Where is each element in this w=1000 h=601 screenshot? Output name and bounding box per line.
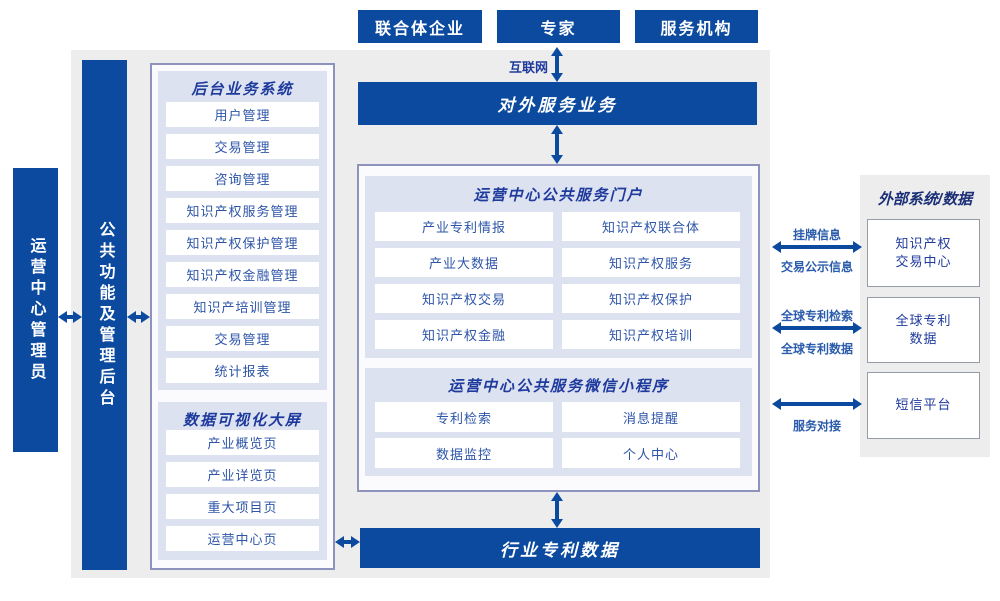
portal-title: 运营中心公共服务门户 <box>473 186 644 204</box>
backend-item: 咨询管理 <box>166 166 319 191</box>
actor-service-agencies: 服务机构 <box>635 10 758 43</box>
miniprogram-title: 运营中心公共服务微信小程序 <box>447 377 669 395</box>
portal-item: 产业大数据 <box>375 248 553 277</box>
link-label-trade-publicity: 交易公示信息 <box>780 260 853 274</box>
portal-item: 知识产权培训 <box>562 320 740 349</box>
external-box-label: 短信平台 <box>895 397 952 413</box>
visualization-item: 重大项目页 <box>166 494 319 519</box>
visualization-item: 运营中心页 <box>166 526 319 551</box>
arrow-external-portal <box>555 134 559 155</box>
bar-label: 行业专利数据 <box>500 540 620 560</box>
link-label-listing-info: 挂牌信息 <box>792 228 841 242</box>
arrow-global-patent <box>781 326 853 330</box>
rail-operations-admin: 运营中心管理员 <box>13 168 58 452</box>
industry-patent-data-bar: 行业专利数据 <box>360 528 760 568</box>
external-box-label: 知识产权 <box>895 235 952 251</box>
external-box-label: 数据 <box>909 331 938 346</box>
rail-label: 运营中心管理员 <box>27 236 45 384</box>
arrow-admin-backend <box>67 315 73 319</box>
internet-label: 互联网 <box>508 60 548 75</box>
actor-consortium-enterprises: 联合体企业 <box>358 10 482 43</box>
link-label-global-patent-search: 全球专利检索 <box>780 309 853 323</box>
backend-panel-title: 后台业务系统 <box>191 80 294 98</box>
rail-label: 公共功能及管理后台 <box>96 220 114 410</box>
actor-label: 服务机构 <box>660 20 733 38</box>
portal-item: 知识产权交易 <box>375 284 553 313</box>
portal-item: 知识产权金融 <box>375 320 553 349</box>
miniprogram-item: 消息提醒 <box>562 402 740 432</box>
portal-item: 产业专利情报 <box>375 212 553 241</box>
backend-item: 交易管理 <box>166 134 319 159</box>
actor-label: 联合体企业 <box>374 20 465 38</box>
backend-item: 统计报表 <box>166 358 319 383</box>
external-service-bar: 对外服务业务 <box>358 82 757 125</box>
bar-label: 对外服务业务 <box>497 96 618 115</box>
backend-item: 知识产培训管理 <box>166 294 319 319</box>
external-box-sms-platform: 短信平台 <box>867 372 980 439</box>
backend-item: 用户管理 <box>166 102 319 127</box>
visualization-panel-title: 数据可视化大屏 <box>182 411 302 429</box>
external-box-label: 交易中心 <box>895 254 952 269</box>
miniprogram-item: 数据监控 <box>375 438 553 468</box>
portal-item: 知识产权服务 <box>562 248 740 277</box>
arrow-internet <box>555 56 559 73</box>
external-systems-title: 外部系统/数据 <box>877 190 973 208</box>
external-box-ip-trading-center: 知识产权 交易中心 <box>867 219 980 287</box>
actor-experts: 专家 <box>497 10 620 43</box>
backend-item: 知识产权金融管理 <box>166 262 319 287</box>
miniprogram-item: 个人中心 <box>562 438 740 468</box>
arrow-service-connect <box>781 402 853 406</box>
external-box-label: 全球专利 <box>895 312 952 328</box>
portal-item: 知识产权联合体 <box>562 212 740 241</box>
rail-public-functions: 公共功能及管理后台 <box>82 60 127 570</box>
arrow-portal-industry <box>555 501 559 519</box>
arrow-visualization-industry <box>344 540 351 544</box>
link-label-global-patent-data: 全球专利数据 <box>780 342 853 356</box>
visualization-item: 产业详览页 <box>166 462 319 487</box>
backend-item: 交易管理 <box>166 326 319 351</box>
link-label-service-connect: 服务对接 <box>792 419 841 433</box>
backend-item: 知识产权保护管理 <box>166 230 319 255</box>
visualization-item: 产业概览页 <box>166 430 319 455</box>
external-box-global-patent-data: 全球专利 数据 <box>867 297 980 363</box>
actor-label: 专家 <box>540 20 577 38</box>
arrow-listing-info <box>781 245 853 249</box>
backend-item: 知识产权服务管理 <box>166 198 319 223</box>
arrow-backend-panel <box>136 315 141 319</box>
portal-item: 知识产权保护 <box>562 284 740 313</box>
miniprogram-item: 专利检索 <box>375 402 553 432</box>
